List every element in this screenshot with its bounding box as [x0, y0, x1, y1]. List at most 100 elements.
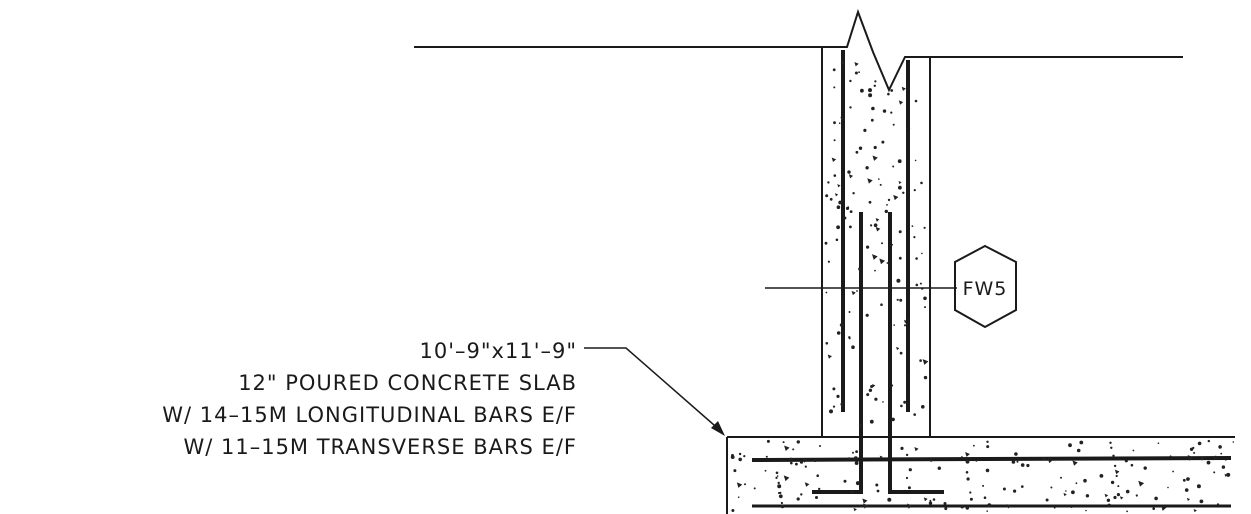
concrete-speck: [1042, 457, 1046, 461]
concrete-speck: [879, 183, 882, 186]
concrete-speck: [849, 79, 852, 83]
concrete-speck: [782, 441, 785, 444]
concrete-speck: [900, 404, 903, 408]
concrete-speck: [1154, 496, 1158, 501]
concrete-speck: [903, 400, 907, 404]
aggregate-mark: [901, 86, 906, 91]
concrete-speck: [915, 283, 919, 287]
aggregate-mark: [1138, 480, 1145, 487]
concrete-speck: [890, 111, 893, 114]
concrete-speck: [923, 296, 927, 301]
aggregate-mark: [1224, 473, 1228, 477]
foundation-wall: [821, 8, 931, 437]
concrete-speck: [1075, 482, 1078, 485]
concrete-speck: [800, 493, 803, 496]
concrete-speck: [829, 409, 833, 414]
concrete-speck: [1076, 448, 1081, 453]
concrete-speck: [1011, 460, 1016, 464]
concrete-speck: [1207, 439, 1211, 443]
concrete-speck: [743, 455, 746, 458]
concrete-speck: [1014, 452, 1018, 456]
concrete-speck: [943, 502, 947, 505]
concrete-speck: [733, 469, 737, 473]
concrete-speck: [870, 385, 874, 388]
tag-label: FW5: [963, 278, 1008, 300]
concrete-speck: [827, 181, 830, 184]
concrete-speck: [858, 423, 863, 428]
concrete-speck: [899, 351, 903, 355]
concrete-speck: [849, 106, 852, 109]
concrete-speck: [982, 484, 985, 487]
concrete-speck: [881, 140, 885, 144]
aggregate-mark: [848, 174, 854, 179]
concrete-speck: [1172, 470, 1174, 473]
concrete-speck: [871, 106, 875, 111]
aggregate-mark: [863, 503, 869, 509]
section-tag[interactable]: FW5: [765, 244, 1017, 329]
concrete-speck: [1167, 486, 1169, 489]
concrete-speck: [1085, 494, 1090, 498]
concrete-speck: [838, 200, 843, 205]
concrete-speck: [744, 483, 746, 486]
concrete-speck: [905, 476, 909, 480]
concrete-speck: [815, 496, 818, 499]
concrete-speck: [833, 139, 836, 142]
callout-leader: [584, 347, 725, 436]
concrete-speck: [874, 397, 878, 401]
concrete-speck: [731, 509, 735, 512]
concrete-speck: [870, 118, 874, 122]
concrete-speck: [738, 452, 742, 456]
aggregate-mark: [1187, 455, 1194, 461]
concrete-speck: [819, 445, 821, 447]
aggregate-mark: [1047, 457, 1054, 464]
concrete-speck: [1220, 452, 1223, 455]
concrete-speck: [915, 257, 918, 260]
aggregate-mark: [736, 482, 743, 488]
concrete-speck: [891, 417, 895, 422]
concrete-slab: [726, 436, 1235, 514]
concrete-speck: [892, 165, 895, 168]
concrete-speck: [856, 290, 858, 292]
concrete-speck: [849, 210, 853, 214]
concrete-speck: [891, 243, 893, 246]
concrete-speck: [1143, 466, 1147, 470]
concrete-speck: [887, 497, 892, 502]
concrete-speck: [860, 489, 862, 491]
slab-longitudinal-bars: [751, 456, 1232, 508]
concrete-speck: [1216, 503, 1220, 506]
aggregate-mark: [907, 503, 913, 509]
concrete-speck: [1213, 471, 1216, 474]
concrete-speck: [1016, 460, 1019, 463]
aggregate-mark: [904, 319, 908, 324]
concrete-speck: [960, 505, 964, 509]
concrete-speck: [855, 450, 858, 453]
concrete-speck: [838, 122, 841, 124]
concrete-speck: [929, 499, 932, 502]
concrete-speck: [1113, 464, 1117, 468]
break-line: [822, 8, 930, 93]
concrete-speck: [836, 225, 840, 230]
concrete-speck: [780, 501, 784, 505]
concrete-speck: [1060, 476, 1062, 479]
aggregate-mark: [853, 507, 857, 512]
aggregate-mark: [1161, 505, 1167, 511]
concrete-speck: [865, 166, 869, 170]
concrete-speck: [789, 457, 793, 461]
concrete-speck: [960, 456, 964, 459]
concrete-speck: [966, 477, 970, 481]
aggregate-mark: [803, 458, 808, 463]
concrete-speck: [1218, 445, 1222, 449]
concrete-speck: [1045, 498, 1049, 502]
concrete-speck: [868, 93, 873, 98]
concrete-speck: [907, 486, 911, 490]
aggregate-mark: [1063, 492, 1067, 497]
concrete-speck: [832, 387, 836, 391]
concrete-speck: [881, 242, 883, 245]
concrete-speck: [858, 267, 862, 271]
aggregate-mark: [875, 218, 880, 222]
concrete-speck: [764, 469, 767, 472]
concrete-speck: [1113, 495, 1117, 500]
concrete-speck: [928, 501, 933, 505]
concrete-speck: [913, 413, 916, 416]
concrete-speck: [880, 303, 883, 307]
